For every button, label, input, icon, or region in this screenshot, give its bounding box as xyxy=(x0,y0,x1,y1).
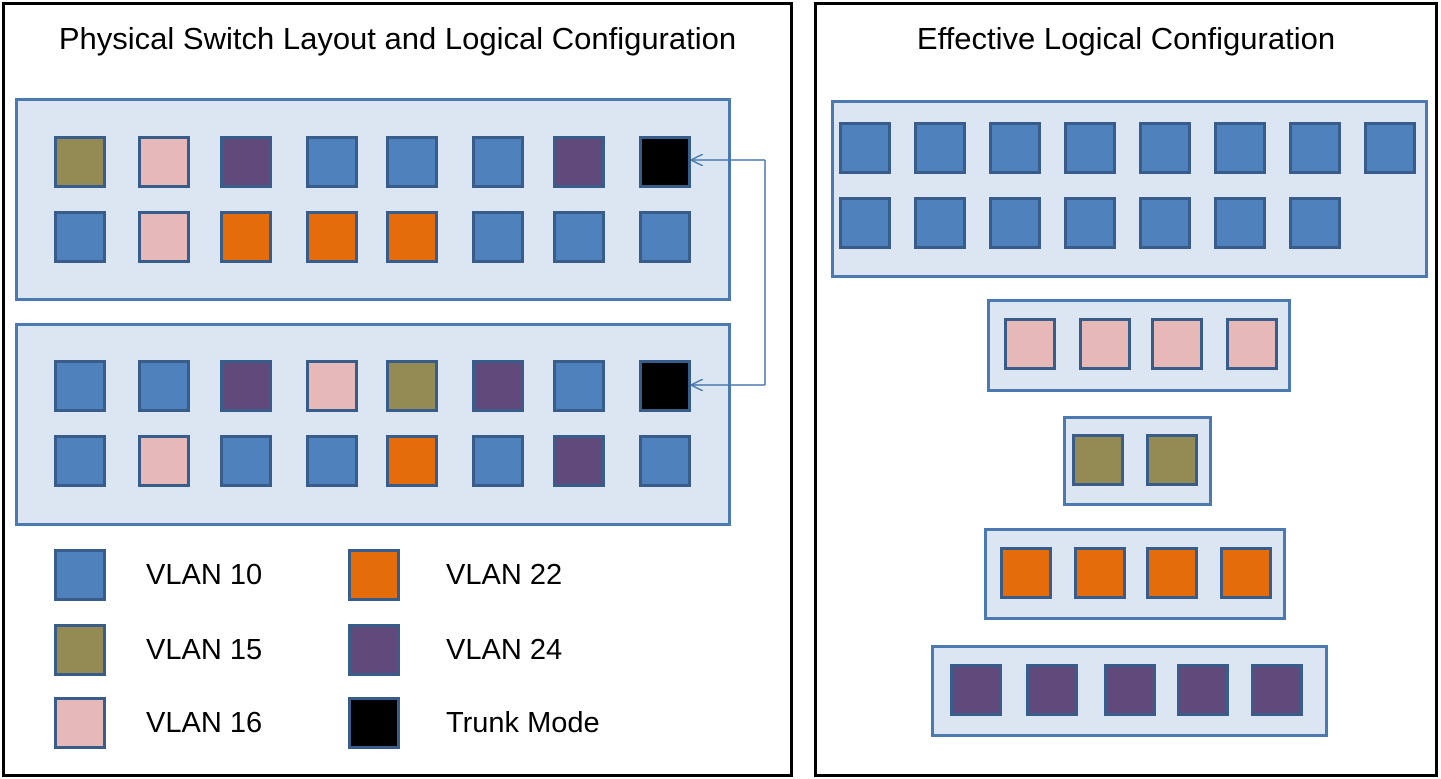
logical-port-vlan10 xyxy=(914,122,966,174)
logical-port-vlan24 xyxy=(1026,664,1078,716)
legend-swatch-vlan10 xyxy=(54,549,106,601)
logical-port-vlan10 xyxy=(1289,197,1341,249)
switch-2-port-vlan24 xyxy=(472,360,524,412)
switch-1 xyxy=(15,98,731,301)
logical-port-vlan10 xyxy=(1139,197,1191,249)
switch-2-port-trunk xyxy=(639,360,691,412)
switch-1-port-vlan22 xyxy=(220,211,272,263)
switch-1-port-vlan10 xyxy=(472,136,524,188)
logical-port-vlan10 xyxy=(989,197,1041,249)
legend-swatch-vlan15 xyxy=(54,624,106,676)
switch-2-port-vlan10 xyxy=(639,435,691,487)
logical-port-vlan24 xyxy=(950,664,1002,716)
logical-port-vlan10 xyxy=(1139,122,1191,174)
logical-port-vlan10 xyxy=(989,122,1041,174)
switch-1-port-vlan10 xyxy=(553,211,605,263)
switch-1-port-vlan24 xyxy=(553,136,605,188)
legend-label-vlan16: VLAN 16 xyxy=(146,707,263,739)
logical-port-vlan22 xyxy=(1074,547,1126,599)
logical-port-vlan15 xyxy=(1072,434,1124,486)
switch-1-port-vlan10 xyxy=(472,211,524,263)
switch-1-port-vlan10 xyxy=(306,136,358,188)
switch-1-port-vlan10 xyxy=(639,211,691,263)
switch-1-port-vlan16 xyxy=(138,211,190,263)
switch-2-port-vlan24 xyxy=(220,360,272,412)
legend-label-vlan10: VLAN 10 xyxy=(146,559,263,591)
switch-1-port-vlan15 xyxy=(54,136,106,188)
legend-label-vlan22: VLAN 22 xyxy=(446,559,563,591)
logical-port-vlan10 xyxy=(1289,122,1341,174)
switch-2-port-vlan10 xyxy=(54,360,106,412)
logical-port-vlan10 xyxy=(1064,122,1116,174)
logical-port-vlan16 xyxy=(1004,318,1056,370)
switch-1-port-vlan24 xyxy=(220,136,272,188)
logical-port-vlan16 xyxy=(1226,318,1278,370)
switch-1-port-vlan22 xyxy=(386,211,438,263)
switch-2-port-vlan10 xyxy=(220,435,272,487)
logical-port-vlan16 xyxy=(1079,318,1131,370)
logical-port-vlan10 xyxy=(1064,197,1116,249)
switch-2-port-vlan10 xyxy=(138,360,190,412)
switch-2-port-vlan10 xyxy=(472,435,524,487)
legend-swatch-vlan24 xyxy=(348,624,400,676)
switch-2-port-vlan22 xyxy=(386,435,438,487)
switch-1-port-vlan16 xyxy=(138,136,190,188)
logical-port-vlan10 xyxy=(1364,122,1416,174)
switch-2-port-vlan16 xyxy=(138,435,190,487)
logical-port-vlan10 xyxy=(914,197,966,249)
switch-2-port-vlan10 xyxy=(553,360,605,412)
logical-port-vlan24 xyxy=(1177,664,1229,716)
switch-1-port-trunk xyxy=(639,136,691,188)
logical-port-vlan10 xyxy=(839,122,891,174)
legend-label-vlan15: VLAN 15 xyxy=(146,634,263,666)
switch-2-port-vlan24 xyxy=(553,435,605,487)
logical-port-vlan15 xyxy=(1146,434,1198,486)
logical-port-vlan22 xyxy=(1146,547,1198,599)
switch-2-port-vlan10 xyxy=(54,435,106,487)
switch-1-port-vlan22 xyxy=(306,211,358,263)
logical-port-vlan16 xyxy=(1151,318,1203,370)
switch-1-port-vlan10 xyxy=(386,136,438,188)
logical-config-title: Effective Logical Configuration xyxy=(916,21,1336,56)
logical-port-vlan10 xyxy=(839,197,891,249)
logical-port-vlan10 xyxy=(1214,197,1266,249)
logical-port-vlan24 xyxy=(1251,664,1303,716)
legend-label-trunk: Trunk Mode xyxy=(446,707,600,739)
logical-port-vlan22 xyxy=(1000,547,1052,599)
legend-swatch-vlan22 xyxy=(348,549,400,601)
legend-swatch-trunk xyxy=(348,697,400,749)
switch-2-port-vlan16 xyxy=(306,360,358,412)
legend-swatch-vlan16 xyxy=(54,697,106,749)
switch-2-port-vlan10 xyxy=(306,435,358,487)
switch-2-port-vlan15 xyxy=(386,360,438,412)
legend-label-vlan24: VLAN 24 xyxy=(446,634,563,666)
physical-layout-title: Physical Switch Layout and Logical Confi… xyxy=(58,21,737,56)
logical-port-vlan10 xyxy=(1214,122,1266,174)
logical-port-vlan22 xyxy=(1220,547,1272,599)
switch-2 xyxy=(15,323,731,526)
logical-port-vlan24 xyxy=(1104,664,1156,716)
switch-1-port-vlan10 xyxy=(54,211,106,263)
